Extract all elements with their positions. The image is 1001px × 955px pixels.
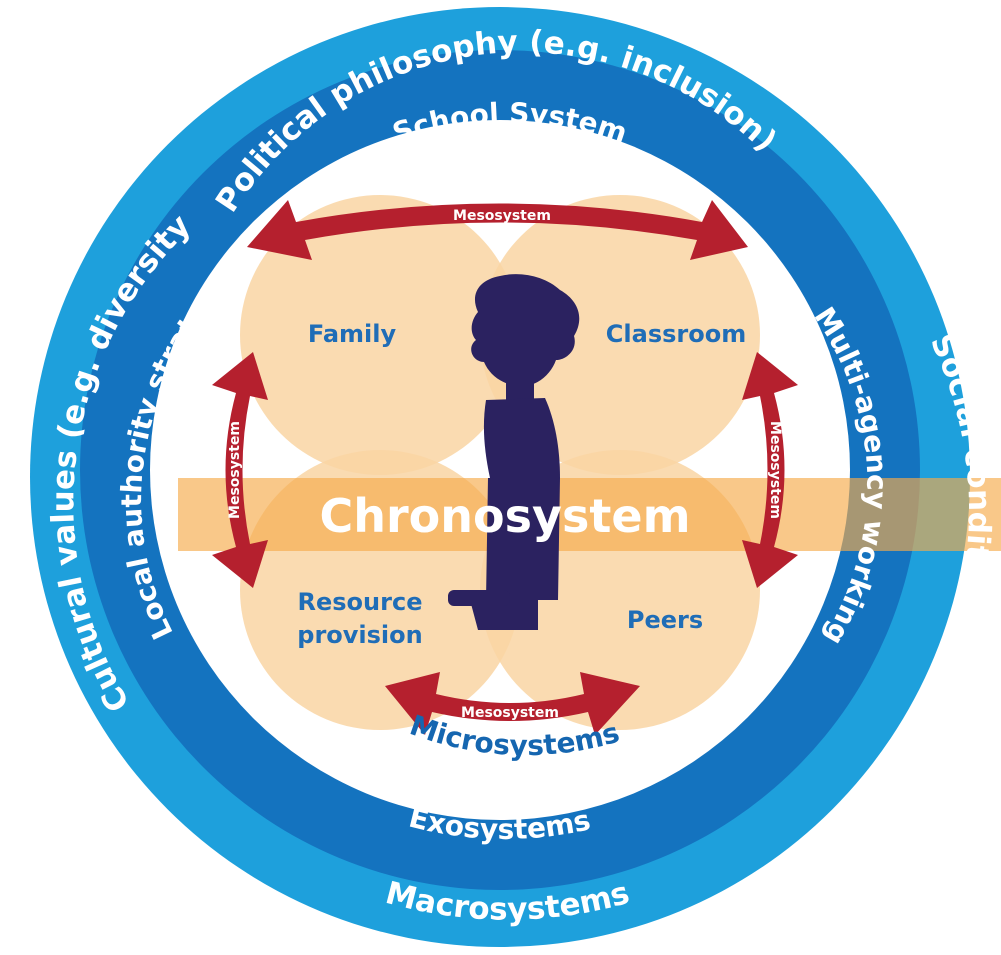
child-silhouette-icon — [448, 274, 580, 630]
mesosystem-label-right: Mesosystem — [767, 421, 783, 519]
petal-family — [240, 195, 520, 475]
mesosystem-arrow-right — [742, 352, 798, 588]
classroom-label: Classroom — [606, 320, 746, 348]
resource-label-line2: provision — [297, 621, 422, 649]
mesosystem-label-top: Mesosystem — [453, 208, 551, 224]
chronosystem-label: Chronosystem — [319, 489, 690, 543]
resource-label-line1: Resource — [298, 588, 423, 616]
mesosystem-arrow-top — [247, 200, 748, 260]
mesosystem-label-left: Mesosystem — [227, 421, 243, 519]
family-label: Family — [308, 320, 397, 348]
mesosystem-label-bottom: Mesosystem — [461, 705, 559, 721]
chronosystem-band — [178, 478, 1001, 551]
mesosystem-arrow-left — [212, 352, 268, 588]
mesosystem-arrow-bottom — [385, 672, 640, 735]
petal-classroom — [480, 195, 760, 475]
peers-label: Peers — [627, 606, 703, 634]
